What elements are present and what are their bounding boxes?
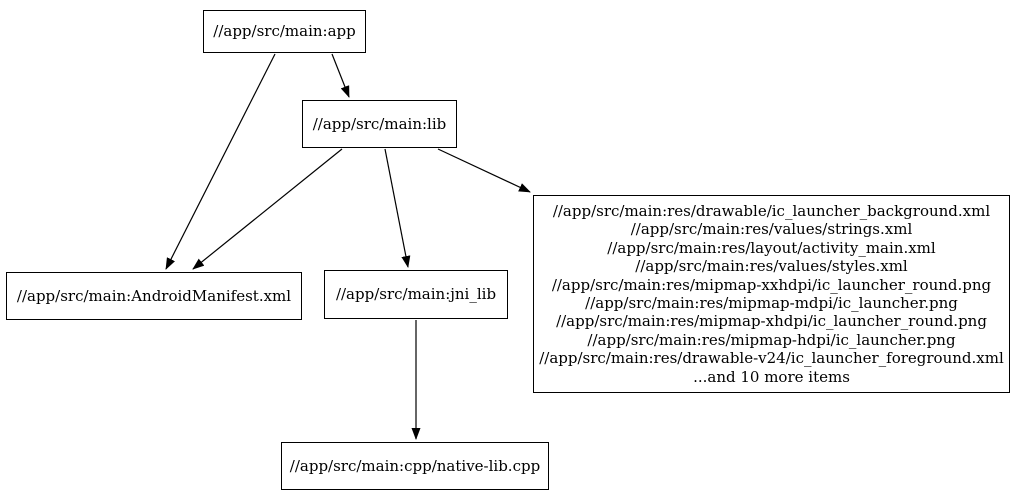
edge-app-to-lib xyxy=(331,53,350,98)
node-native-lib-cpp: //app/src/main:cpp/native-lib.cpp xyxy=(281,442,549,490)
resource-item: //app/src/main:res/drawable/ic_launcher_… xyxy=(552,201,991,220)
node-jni-lib: //app/src/main:jni_lib xyxy=(324,270,508,319)
node-app-label: //app/src/main:app xyxy=(213,22,356,41)
node-app: //app/src/main:app xyxy=(203,10,366,53)
node-resources-group: //app/src/main:res/drawable/ic_launcher_… xyxy=(533,195,1010,393)
node-lib: //app/src/main:lib xyxy=(302,100,457,148)
resource-item: //app/src/main:res/layout/activity_main.… xyxy=(607,238,936,257)
resource-item: //app/src/main:res/mipmap-xxhdpi/ic_laun… xyxy=(551,275,992,294)
node-jni-lib-label: //app/src/main:jni_lib xyxy=(335,285,497,304)
edge-app-to-manifest xyxy=(165,53,276,270)
resource-item: //app/src/main:res/mipmap-hdpi/ic_launch… xyxy=(587,330,956,349)
edge-lib-to-resources xyxy=(437,148,531,193)
resource-item: //app/src/main:res/mipmap-mdpi/ic_launch… xyxy=(585,294,958,312)
node-android-manifest: //app/src/main:AndroidManifest.xml xyxy=(6,272,302,320)
resource-item: //app/src/main:res/values/strings.xml xyxy=(630,220,913,239)
edge-lib-to-jni-lib xyxy=(384,148,411,268)
edge-lib-to-manifest xyxy=(192,148,343,270)
resource-item: //app/src/main:res/values/styles.xml xyxy=(635,257,908,276)
resource-item: //app/src/main:res/mipmap-xhdpi/ic_launc… xyxy=(556,312,987,331)
node-lib-label: //app/src/main:lib xyxy=(312,114,447,133)
resource-more-items: ...and 10 more items xyxy=(693,367,850,386)
node-android-manifest-label: //app/src/main:AndroidManifest.xml xyxy=(16,286,292,305)
resource-item: //app/src/main:res/drawable-v24/ic_launc… xyxy=(539,349,1004,368)
node-native-lib-cpp-label: //app/src/main:cpp/native-lib.cpp xyxy=(289,456,541,475)
